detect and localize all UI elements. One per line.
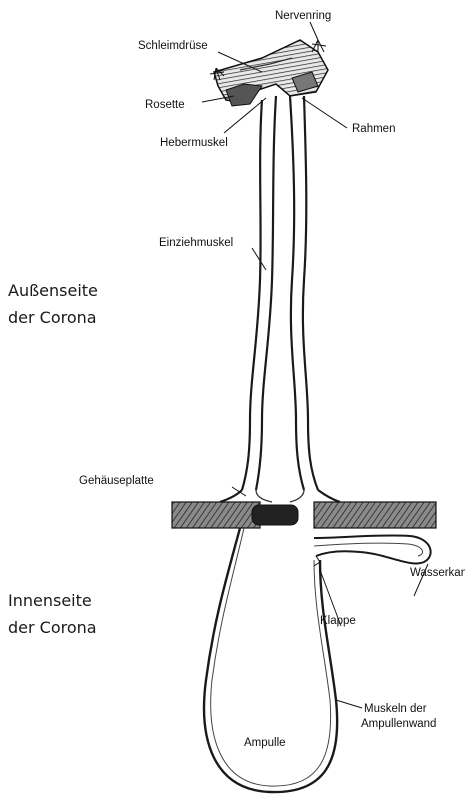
label-nervenring: Nervenring	[275, 10, 331, 22]
labels: Nervenring Schleimdrüse Rosette Hebermus…	[79, 10, 465, 749]
label-muskeln-line1: Muskeln der	[364, 703, 427, 715]
label-ampulle: Ampulle	[244, 737, 286, 749]
side-label-innen-2: der Corona	[8, 618, 97, 637]
ampulla	[204, 528, 337, 792]
side-label-innen-1: Innenseite	[8, 591, 92, 610]
label-schleimdruese: Schleimdrüse	[138, 40, 208, 52]
water-canal	[314, 535, 431, 566]
label-hebermuskel: Hebermuskel	[160, 137, 228, 149]
stem-tubes	[220, 96, 340, 502]
label-gehaeuseplatte: Gehäuseplatte	[79, 475, 154, 487]
side-labels: Außenseite der Corona Innenseite der Cor…	[8, 281, 98, 637]
label-klappe: Klappe	[320, 615, 356, 627]
label-muskeln-line2: Ampullenwand	[361, 718, 436, 730]
side-label-aussen-2: der Corona	[8, 308, 97, 327]
skeletal-plate	[172, 502, 436, 528]
label-rahmen: Rahmen	[352, 123, 395, 135]
label-einziehmuskel: Einziehmuskel	[159, 237, 233, 249]
label-wasserkanal: Wasserkana	[410, 567, 465, 579]
side-label-aussen-1: Außenseite	[8, 281, 98, 300]
label-rosette: Rosette	[145, 99, 185, 111]
